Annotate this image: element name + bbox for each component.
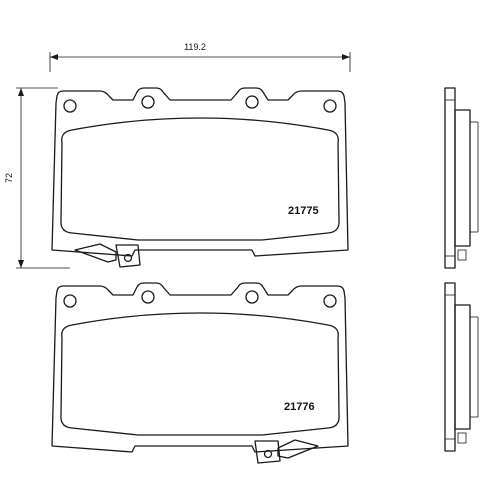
- height-dimension: 72: [4, 87, 70, 269]
- mounting-hole-center-right-bottom: [245, 290, 259, 304]
- width-dimension: 119.2: [49, 42, 351, 72]
- wear-indicator-tab-bottom: [254, 440, 281, 464]
- mounting-hole-right-bottom: [323, 294, 337, 308]
- mounting-hole-right: [323, 99, 337, 113]
- brake-pad-top: 21775: [51, 87, 349, 268]
- mounting-hole-left-bottom: [63, 294, 77, 308]
- wear-indicator-bottom: [277, 439, 319, 459]
- height-dimension-label: 72: [4, 173, 14, 183]
- brake-pad-bottom: 21776: [51, 282, 349, 464]
- wear-indicator-rivet-top: [123, 253, 133, 263]
- friction-material-bottom: [60, 312, 340, 436]
- side-view-top: [444, 87, 479, 269]
- friction-material-top: [60, 117, 340, 241]
- mounting-hole-center-left-bottom: [141, 290, 155, 304]
- side-view-bottom: [444, 282, 479, 452]
- part-number-top: 21775: [288, 205, 319, 217]
- backing-plate-bottom: [51, 282, 349, 453]
- mounting-hole-center-left: [141, 95, 155, 109]
- wear-indicator-rivet-bottom: [263, 449, 273, 459]
- backing-plate-top: [51, 87, 349, 257]
- wear-indicator-top: [74, 243, 117, 263]
- width-dimension-label: 119.2: [184, 42, 206, 52]
- mounting-hole-left: [63, 99, 77, 113]
- wear-indicator-tab-top: [115, 244, 141, 268]
- mounting-hole-center-right: [245, 95, 259, 109]
- part-number-bottom: 21776: [284, 401, 315, 413]
